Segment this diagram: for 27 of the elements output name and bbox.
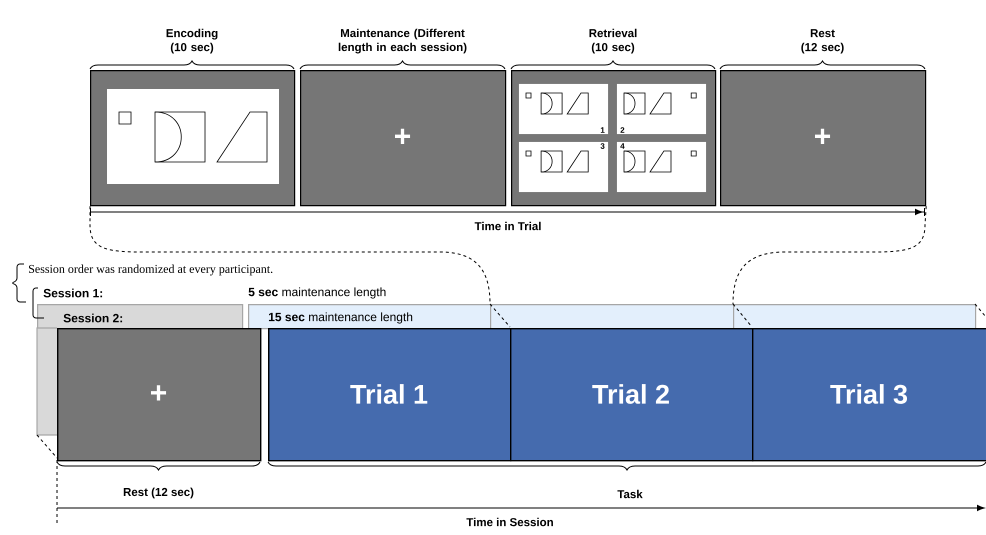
session-label: 5 sec maintenance length <box>248 287 386 299</box>
session-label: Session 2: <box>64 314 122 322</box>
axis-label: Time in Session <box>466 518 553 526</box>
box-text: + <box>151 385 166 400</box>
option-number: 4 <box>620 143 625 149</box>
phase-heading: Rest (12 sec) <box>801 29 844 54</box>
session-panel <box>733 304 976 330</box>
axis-label: Time in Trial <box>474 222 541 230</box>
note-text: Session order was randomized at every participant. <box>29 264 272 276</box>
option-number: 2 <box>620 127 624 133</box>
phase-heading: Maintenance (Different length in each session) <box>338 28 466 54</box>
phase-label: Rest (12 sec) <box>124 488 194 498</box>
box-text: Trial 3 <box>830 384 908 404</box>
fixation-cross: + <box>395 128 410 144</box>
phase-heading: Encoding (10 sec) <box>166 28 218 54</box>
session-label: Session 1: <box>44 288 102 298</box>
phase-heading: Retrieval (10 sec) <box>589 28 636 54</box>
option-number: 3 <box>600 143 604 149</box>
box-text: Trial 2 <box>592 384 669 404</box>
session-label: 15 sec maintenance length <box>268 312 412 324</box>
phase-label: Task <box>617 490 643 498</box>
zoom-line <box>732 206 927 304</box>
fixation-cross: + <box>815 128 830 144</box>
box-text: Trial 1 <box>350 384 428 404</box>
option-number: 1 <box>600 127 605 133</box>
session-panel <box>490 304 734 330</box>
zoom-line <box>90 206 490 304</box>
